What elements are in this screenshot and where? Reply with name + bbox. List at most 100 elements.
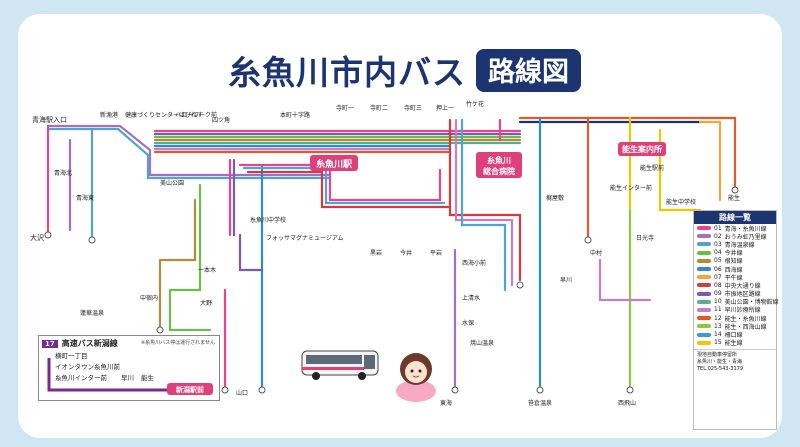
stop-dot[interactable] xyxy=(88,236,96,244)
stop-dot[interactable] xyxy=(516,281,524,289)
hub-hospital[interactable] xyxy=(476,152,522,178)
stop-chuo[interactable]: 中宿内 xyxy=(140,294,158,302)
legend-title: 路線一覧 xyxy=(694,211,776,224)
stop-biwa[interactable]: 美山公園 xyxy=(160,179,184,187)
legend-route-number: 10 xyxy=(714,298,722,306)
express-terminal[interactable]: 新潟駅前 xyxy=(176,385,204,394)
hub-hospital-label-2: 総合病院 xyxy=(483,166,515,176)
hub-nose-office[interactable] xyxy=(618,142,666,156)
stop-teramachi1[interactable]: 寺町一 xyxy=(336,104,354,112)
stop-hadano[interactable]: 日光寺 xyxy=(636,234,654,242)
stop-otaki[interactable]: 焼山温泉 xyxy=(470,339,494,347)
stop-omi-higashi[interactable]: 青海東 xyxy=(76,194,94,202)
stop-ichi[interactable]: 一本木 xyxy=(198,266,216,274)
route-line-07 xyxy=(698,120,722,202)
legend-swatch xyxy=(697,324,711,329)
stop-kurokawa[interactable]: 平岩 xyxy=(430,249,442,257)
legend-note: 現地自動車停留所 xyxy=(697,351,738,358)
stop-dot[interactable] xyxy=(44,231,52,239)
express-header: 17 高速バス新潟線 xyxy=(39,336,219,351)
stop-ohno[interactable]: 大野 xyxy=(200,299,212,307)
stop-nose-eki[interactable]: 能生駅前 xyxy=(640,164,664,172)
legend-route-name: 能生・西海山線 xyxy=(724,323,767,331)
stop-honcho[interactable]: 本町十字路 xyxy=(280,111,310,119)
stop-takenohana[interactable]: 竹ケ花 xyxy=(466,100,484,108)
stop-dot[interactable] xyxy=(451,386,459,394)
legend-swatch xyxy=(697,307,711,312)
stop-dot[interactable] xyxy=(536,386,544,394)
stop-keirin[interactable]: 蓮華温泉 xyxy=(80,309,104,317)
express-stop[interactable]: 早川 xyxy=(121,374,134,382)
stop-nakamura[interactable]: 中村 xyxy=(590,249,602,257)
stop-ima[interactable]: 今井 xyxy=(400,249,412,257)
legend-swatch xyxy=(697,283,711,288)
legend-route-name: 平牛線 xyxy=(724,274,743,282)
stop-kajiya[interactable]: 梶屋敷 xyxy=(546,194,564,202)
hub-station[interactable] xyxy=(310,155,358,171)
stop-nishiumi[interactable]: 西海小前 xyxy=(462,259,486,267)
stop-bozu[interactable]: 東海 xyxy=(440,399,452,407)
stop-yamaguchi[interactable]: 山口 xyxy=(236,389,248,397)
stop-nose-inter[interactable]: 能生インター前 xyxy=(610,184,652,192)
route-line-loop-b xyxy=(242,166,446,205)
legend-swatch xyxy=(697,332,711,337)
stop-nishi-nose[interactable]: 西飛山 xyxy=(618,399,636,407)
express-stop[interactable]: 能生 xyxy=(141,373,155,382)
hub-station-label: 糸魚川駅 xyxy=(316,158,353,170)
express-stop[interactable]: 横町一丁目 xyxy=(55,351,88,360)
stop-nose[interactable]: 能生 xyxy=(728,194,740,202)
legend-route-name: 中央大通り線 xyxy=(724,282,761,290)
legend-route-name: 根知線 xyxy=(724,258,743,266)
stop-omi-kita[interactable]: 青海北 xyxy=(54,169,72,177)
stop-dot[interactable] xyxy=(258,386,266,394)
express-stop[interactable]: 糸魚川インター前 xyxy=(55,373,108,382)
express-stop[interactable]: イオンタウン糸魚川前 xyxy=(55,362,121,371)
stop-kuroiwa[interactable]: 黒岩 xyxy=(370,249,382,257)
stop-kenko[interactable]: 健康づくりセンターはぴねす xyxy=(125,111,203,119)
stop-hello[interactable]: ハローワーク前 xyxy=(175,111,217,119)
stop-dot[interactable] xyxy=(221,386,229,394)
stop-dot[interactable] xyxy=(156,326,164,334)
legend-route-number: 12 xyxy=(714,314,722,322)
stop-dot[interactable] xyxy=(626,386,634,394)
stop-dot[interactable] xyxy=(731,186,739,194)
legend-note: 糸魚川・能生・青海 xyxy=(697,358,743,365)
stop-teramachi2[interactable]: 寺町二 xyxy=(370,104,388,112)
stop-kasamaru[interactable]: 笹倉温泉 xyxy=(528,399,552,407)
express-note: ※糸魚川バス停は運行されません xyxy=(140,340,215,346)
stop-shimizu[interactable]: 水保 xyxy=(462,319,474,327)
stop-osaka[interactable]: 押上一 xyxy=(436,104,454,112)
legend-notes: 現地自動車停留所 糸魚川・能生・青海 TEL.025-543-3179 xyxy=(694,348,776,375)
stop-omi[interactable]: 青海駅入口 xyxy=(32,115,67,124)
stop-shinkan[interactable]: 新漁港 xyxy=(100,111,118,119)
stop-teramachi3[interactable]: 寺町三 xyxy=(404,104,422,112)
stop-kamikiyomizu[interactable]: 上清水 xyxy=(462,294,480,302)
stop-shogakko[interactable]: 糸魚川中学校 xyxy=(250,216,286,224)
stop-tsugaike[interactable]: 大沢 xyxy=(30,233,44,242)
legend-route-name: 青海・糸魚川線 xyxy=(724,225,767,233)
legend-route-name: 市振地区路線 xyxy=(724,291,761,299)
stop-shikanomi[interactable]: 四ツ角 xyxy=(212,116,230,124)
legend-swatch xyxy=(697,299,711,304)
stop-hayakawa[interactable]: 早川 xyxy=(560,277,572,284)
stop-fossa[interactable]: フォッサマグナミュージアム xyxy=(266,234,343,242)
legend-route-name: 美山公園・博物館線 xyxy=(724,299,779,307)
stop-nose-chugaku[interactable]: 能生中学校 xyxy=(666,198,696,206)
route-line-03 xyxy=(46,127,332,180)
stop-dot[interactable] xyxy=(584,236,592,244)
